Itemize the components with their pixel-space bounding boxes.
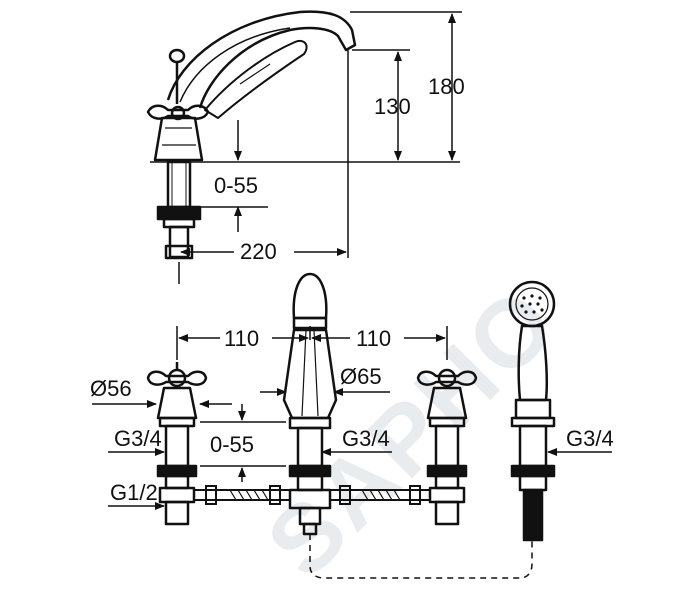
dim-height-spout: 130 xyxy=(374,94,411,119)
dim-thread-shower: G3/4 xyxy=(566,426,614,451)
dim-thread-bottom: G1/2 xyxy=(110,480,158,505)
side-view-dimensions xyxy=(180,11,462,258)
dim-thread-center: G3/4 xyxy=(342,426,390,451)
dim-adjust-range-top: 0-55 xyxy=(214,173,258,198)
front-hand-shower xyxy=(508,280,556,542)
front-left-valve xyxy=(146,362,208,526)
watermark-text: SAPHO xyxy=(247,266,578,597)
dim-diameter-handle: Ø56 xyxy=(90,376,132,401)
dim-adjust-range-front: 0-55 xyxy=(210,432,254,457)
dim-thread-left: G3/4 xyxy=(114,426,162,451)
dim-spacing-left: 110 xyxy=(224,326,259,351)
front-center-spout xyxy=(282,272,338,536)
front-view-dimensions xyxy=(92,326,612,510)
front-right-valve xyxy=(416,368,478,526)
dim-spacing-right: 110 xyxy=(356,326,391,351)
side-view-spout xyxy=(146,10,460,284)
dim-height-total: 180 xyxy=(428,74,465,99)
dim-diameter-spout: Ø65 xyxy=(340,364,382,389)
connecting-pipes xyxy=(193,485,533,579)
dim-reach: 220 xyxy=(240,239,277,264)
